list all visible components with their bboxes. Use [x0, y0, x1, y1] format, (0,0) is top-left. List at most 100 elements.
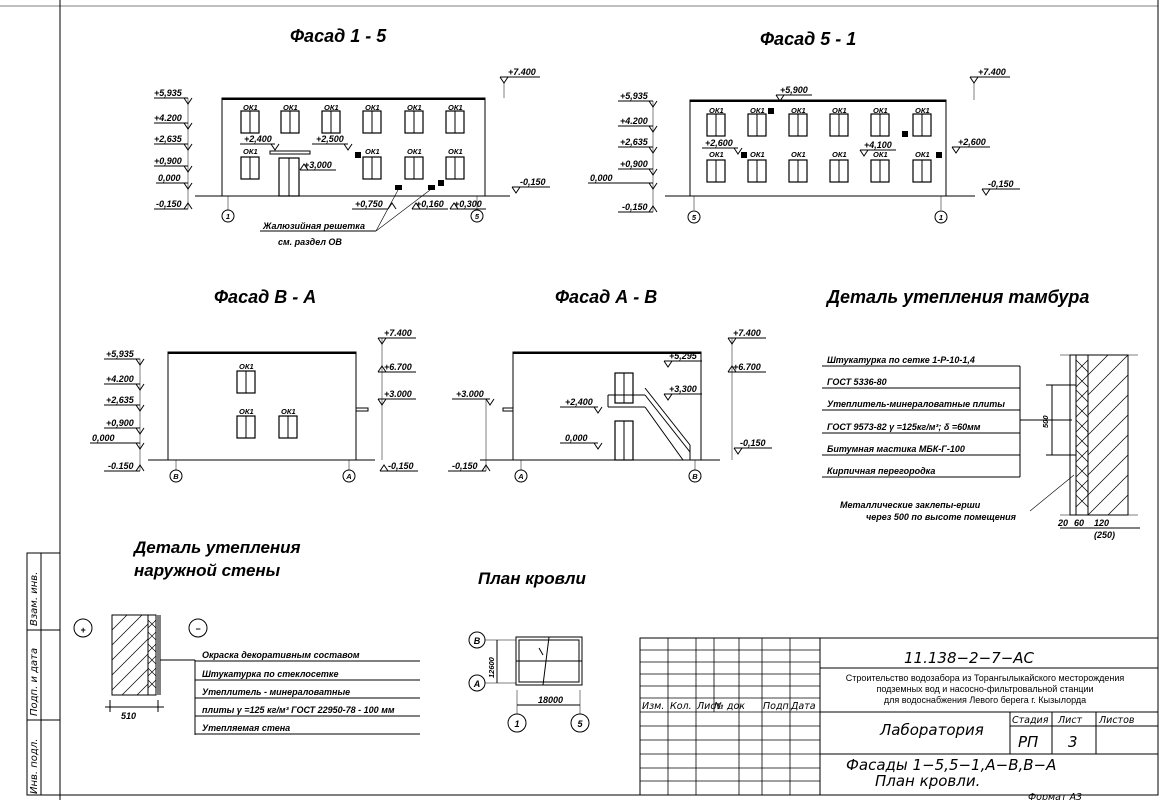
axis-marker-b [688, 469, 702, 483]
plus-circle [73, 618, 93, 638]
svg-text:+3,000: +3,000 [304, 160, 332, 170]
svg-text:+6.700: +6.700 [384, 362, 412, 372]
axis-marker-5 [687, 210, 701, 224]
document-code: 11.138−2−7−АС [904, 649, 1035, 667]
louver-grille [428, 185, 435, 190]
detail-wall-dim: 510 [105, 700, 164, 721]
title-block-columns: Изм. Кол. Лист № док Подп. Дата [642, 701, 816, 712]
svg-text:+5,900: +5,900 [780, 85, 808, 95]
side-strip: Инв. подл. Подп. и дата Взам. инв. [26, 552, 61, 796]
svg-text:+4.200: +4.200 [106, 374, 134, 384]
svg-text:ОК1: ОК1 [448, 147, 463, 156]
svg-text:+7.400: +7.400 [978, 67, 1006, 77]
detail-tambour-note2: через 500 по высоте помещения [866, 512, 1017, 522]
facade-1-5: Фасад 1 - 5 ОК1 ОК1 ОК1 ОК1 ОК1 ОК1 ОК1 … [154, 26, 550, 247]
axis-marker-a [514, 469, 528, 483]
stage-label: Стадия [1012, 715, 1049, 726]
svg-text:+3.000: +3.000 [384, 389, 412, 399]
facade-1-5-canopy [269, 150, 311, 155]
svg-text:−: − [195, 624, 201, 634]
svg-text:В: В [474, 636, 481, 646]
svg-text:Битумная мастика МБК-Г-100: Битумная мастика МБК-Г-100 [827, 444, 965, 454]
facade-5-1: Фасад 5 - 1 ОК1 ОК1 ОК1 ОК1 ОК1 ОК1 [588, 29, 1020, 224]
facade-1-5-upper-windows [240, 110, 465, 134]
detail-wall-layers: Окраска декоративным составом Штукатурка… [160, 650, 420, 735]
title-block: Изм. Кол. Лист № док Подп. Дата 11.138−2… [639, 637, 1159, 800]
svg-text:Подп.: Подп. [763, 701, 792, 712]
svg-text:ОК1: ОК1 [832, 106, 847, 115]
svg-text:+0,300: +0,300 [454, 199, 482, 209]
facade-b-a-left-elevations: +5,935 +4.200 +2,635 +0,900 0,000 -0.150 [90, 349, 145, 472]
svg-text:+7.400: +7.400 [384, 328, 412, 338]
svg-text:Утеплитель-минераловатные плит: Утеплитель-минераловатные плиты [827, 399, 1005, 409]
detail-tambour-dims: 20 60 120 (250) [1057, 518, 1140, 540]
svg-text:+0,750: +0,750 [355, 199, 383, 209]
svg-text:В: В [173, 472, 179, 481]
roof-dim-vertical: 12600 [487, 656, 496, 678]
svg-text:+7.400: +7.400 [733, 328, 761, 338]
svg-text:ОК1: ОК1 [873, 150, 888, 159]
svg-text:0,000: 0,000 [590, 173, 613, 183]
facade-1-5-window-labels: ОК1 ОК1 ОК1 ОК1 ОК1 ОК1 ОК1 ОК1 ОК1 ОК1 [243, 103, 463, 156]
facade-1-5-lower-windows [240, 156, 465, 180]
facade-5-1-door-elevation: +2,600 [702, 138, 743, 155]
svg-text:+0,900: +0,900 [620, 159, 648, 169]
svg-text:5: 5 [692, 213, 697, 222]
facade-1-5-bottom-elevations: +0,750 +0,160 +0,300 [352, 199, 486, 210]
facade-1-5-inner-elevations: +2,400 +2,500 +3,000 [240, 134, 353, 171]
svg-text:60: 60 [1074, 518, 1084, 528]
svg-text:Лист: Лист [696, 701, 722, 712]
facade-5-1-left-elevations: +5,935 +4.200 +2,635 +0,900 0,000 -0,150 [588, 91, 658, 213]
louver-grille [395, 185, 402, 190]
svg-text:5: 5 [577, 719, 583, 729]
facade-5-1-upper-windows [706, 113, 932, 137]
facade-5-1-mid-elevation: +4,100 [859, 140, 896, 157]
svg-text:-0,150: -0,150 [452, 461, 478, 471]
facade-1-5-top-elevation: +7.400 [499, 67, 540, 98]
svg-text:А: А [473, 679, 481, 689]
roof-axis-1 [507, 713, 527, 733]
sheets-label: Листов [1098, 715, 1135, 726]
svg-text:ОК1: ОК1 [324, 103, 339, 112]
svg-text:А: А [517, 472, 523, 481]
svg-text:-0,150: -0,150 [622, 202, 648, 212]
svg-text:ОК1: ОК1 [915, 106, 930, 115]
detail-tambour-section [1060, 354, 1138, 516]
side-label-sign: Подп. и дата [29, 648, 40, 716]
svg-text:0,000: 0,000 [565, 433, 588, 443]
side-label-replace: Взам. инв. [29, 572, 40, 626]
svg-text:ОК1: ОК1 [873, 106, 888, 115]
svg-text:ОК1: ОК1 [243, 147, 258, 156]
svg-text:ОК1: ОК1 [283, 103, 298, 112]
svg-text:0,000: 0,000 [92, 433, 115, 443]
svg-text:+4.200: +4.200 [154, 113, 182, 123]
facade-1-5-left-elevations: +5,935 +4.200 +2,635 +0,900 0,000 -0,150 [154, 88, 193, 210]
svg-text:-0,150: -0,150 [156, 199, 182, 209]
detail-wall-title-line1: Деталь утепления [132, 538, 301, 557]
detail-tambour: Деталь утепления тамбура Штукатурка по с… [822, 287, 1140, 540]
svg-text:ГОСТ 5336-80: ГОСТ 5336-80 [827, 377, 887, 387]
facade-a-b-stair [607, 387, 691, 461]
facade-a-b-title: Фасад А - В [555, 287, 657, 307]
svg-text:-0,150: -0,150 [520, 177, 546, 187]
svg-text:ОК1: ОК1 [915, 150, 930, 159]
facade-5-1-ground-elevation: -0,150 [981, 179, 1020, 196]
svg-text:(250): (250) [1094, 530, 1115, 540]
svg-text:+5,295: +5,295 [669, 351, 698, 361]
svg-text:Кол.: Кол. [670, 701, 692, 712]
svg-text:Дата: Дата [790, 701, 816, 712]
svg-text:ОК1: ОК1 [448, 103, 463, 112]
svg-text:+2,400: +2,400 [244, 134, 272, 144]
svg-text:Утепляемая стена: Утепляемая стена [202, 723, 290, 733]
svg-text:№ док: № док [713, 701, 745, 712]
svg-text:+2,635: +2,635 [620, 137, 649, 147]
format-label: Формат А3 [1028, 792, 1082, 800]
svg-text:1: 1 [514, 719, 519, 729]
svg-text:1: 1 [226, 212, 230, 221]
detail-tambour-title: Деталь утепления тамбура [825, 287, 1089, 307]
detail-wall: Деталь утепления наружной стены + − [73, 538, 420, 735]
svg-text:ОК1: ОК1 [709, 106, 724, 115]
svg-text:+3.000: +3.000 [456, 389, 484, 399]
svg-text:+0,900: +0,900 [106, 418, 134, 428]
detail-wall-section [111, 614, 161, 696]
